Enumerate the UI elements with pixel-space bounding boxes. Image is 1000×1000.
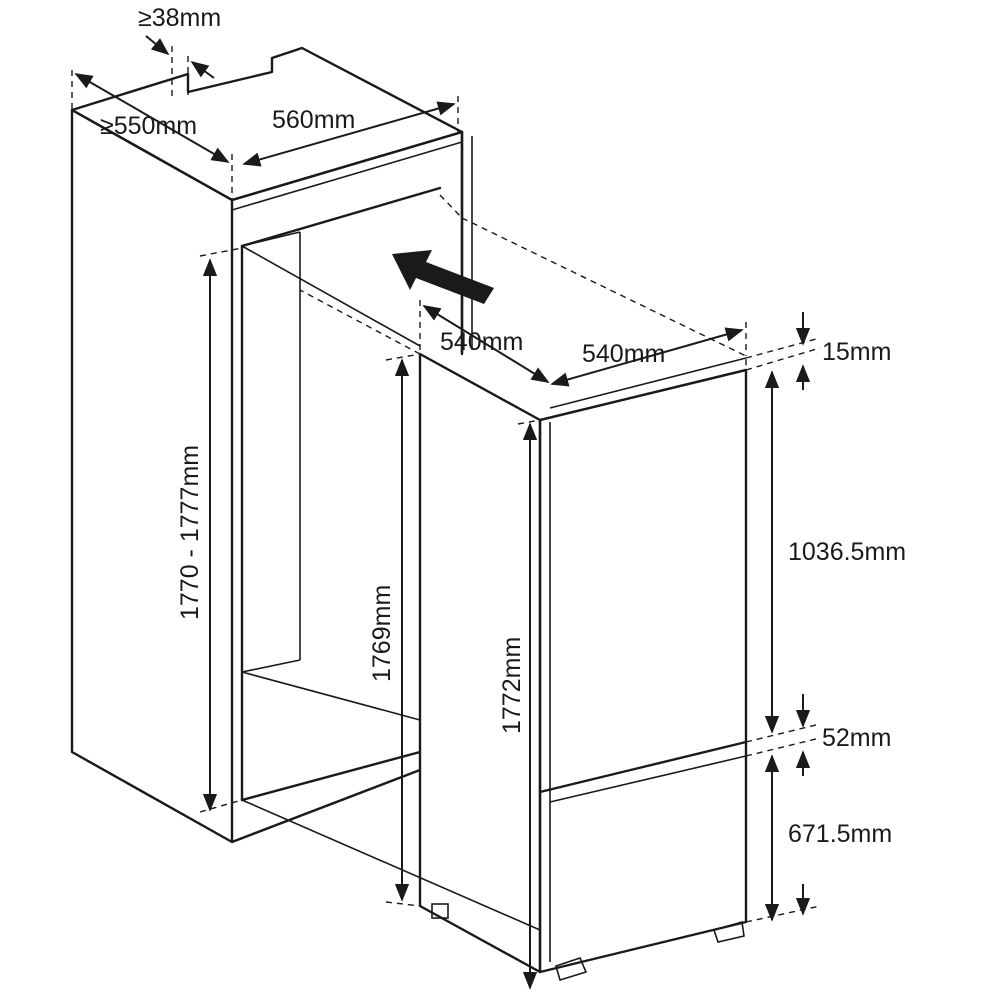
appliance-foot-left bbox=[431, 903, 449, 919]
appliance bbox=[241, 194, 748, 982]
label-cabinet-depth: ≥550mm bbox=[100, 112, 197, 140]
appliance-front bbox=[538, 368, 748, 974]
label-door-gap: 52mm bbox=[822, 724, 891, 752]
cabinet-front-frame bbox=[230, 130, 464, 354]
label-gap-top: ≥38mm bbox=[138, 4, 221, 32]
label-appliance-depth: 540mm bbox=[440, 328, 523, 356]
arrow-insert-icon bbox=[392, 250, 494, 304]
label-cabinet-width: 560mm bbox=[272, 106, 355, 134]
label-appliance-body-height: 1769mm bbox=[368, 585, 396, 682]
cabinet-opening bbox=[240, 186, 442, 248]
label-door-height-total: 1772mm bbox=[498, 637, 526, 734]
label-niche-height: 1770 - 1777mm bbox=[176, 445, 204, 620]
dimensions bbox=[71, 35, 821, 990]
dimension-labels: ≥38mm ≥550mm 560mm 1770 - 1777mm 540mm 5… bbox=[100, 4, 906, 848]
label-appliance-width: 540mm bbox=[582, 340, 665, 368]
cabinet-back-edge bbox=[241, 231, 301, 247]
cabinet-side-panel bbox=[70, 108, 234, 844]
label-lower-door: 671.5mm bbox=[788, 820, 892, 848]
cabinet bbox=[70, 46, 473, 844]
appliance-hinge-bottom bbox=[555, 957, 588, 982]
label-upper-door: 1036.5mm bbox=[788, 538, 906, 566]
label-top-gap: 15mm bbox=[822, 338, 891, 366]
door-divider bbox=[538, 740, 748, 794]
